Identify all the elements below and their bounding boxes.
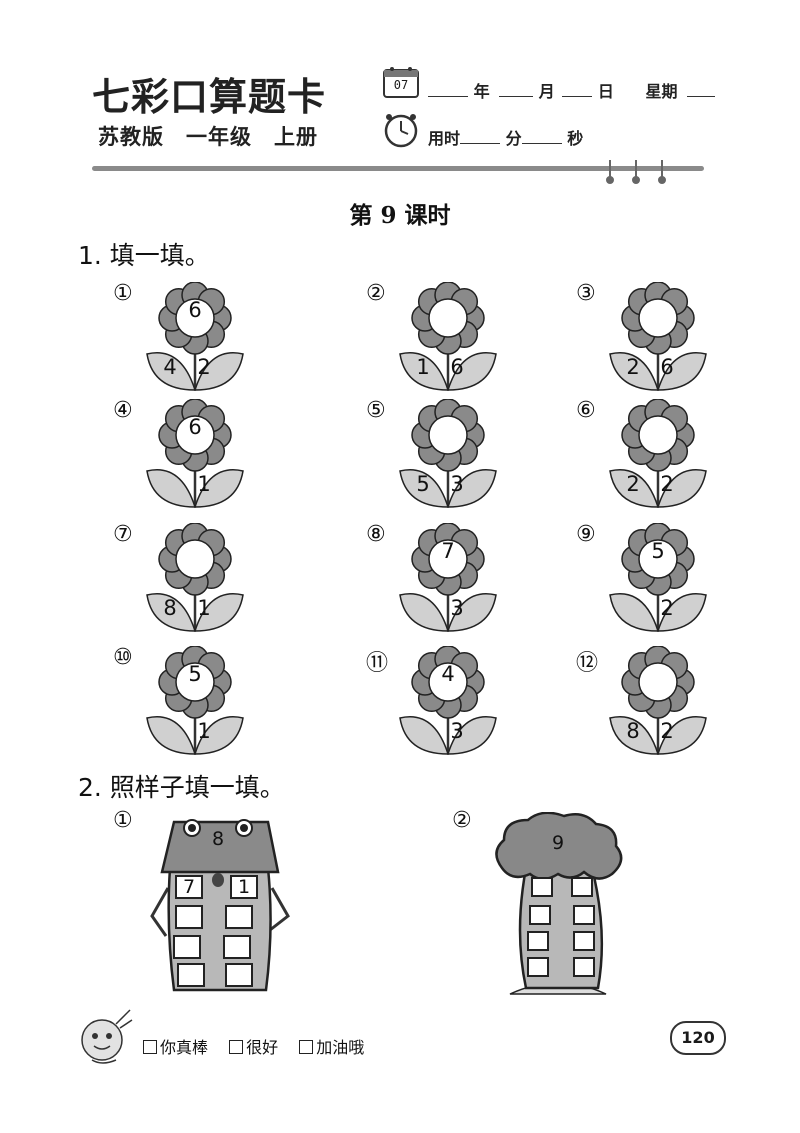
flower-center-value[interactable]: 7 [441, 539, 455, 563]
right-leaf-value[interactable]: 2 [197, 355, 211, 379]
flower-center-value[interactable]: 5 [651, 539, 665, 563]
tree-top-value: 9 [551, 832, 565, 854]
right-leaf-value[interactable]: 1 [197, 719, 211, 743]
calendar-icon: 07 [383, 66, 419, 98]
left-leaf-value[interactable]: 4 [163, 355, 177, 379]
right-leaf-value[interactable]: 6 [660, 355, 674, 379]
checkbox-icon[interactable] [143, 1040, 157, 1054]
rating-option-great[interactable]: 你真棒 [143, 1038, 208, 1057]
checkbox-icon[interactable] [229, 1040, 244, 1054]
date-line: 年 月 日 星期 [428, 78, 716, 102]
second-label: 秒 [567, 129, 584, 148]
right-leaf-value[interactable]: 2 [660, 472, 674, 496]
left-leaf-value[interactable]: 2 [626, 472, 640, 496]
building1-window-right: 1 [237, 876, 251, 898]
problem-number: ⑦ [113, 522, 133, 547]
day-label: 日 [597, 82, 614, 101]
month-label: 月 [538, 82, 555, 101]
right-leaf-value[interactable]: 3 [450, 719, 464, 743]
building1-window-left: 7 [182, 876, 196, 898]
year-label: 年 [473, 82, 490, 101]
divider-ornament [604, 158, 668, 184]
section1-heading: 1. 填一填。 [78, 241, 210, 270]
building-character: 8 7 1 [140, 808, 300, 1003]
problem-number: ⑥ [576, 398, 596, 423]
right-leaf-value[interactable]: 1 [197, 472, 211, 496]
edition-label: 苏教版 一年级 上册 [98, 125, 318, 149]
example2-number: ② [452, 808, 472, 833]
flower-center-value[interactable]: 5 [188, 662, 202, 686]
brand-title: 七彩口算题卡 [92, 74, 327, 119]
left-leaf-value[interactable]: 5 [416, 472, 430, 496]
problem-number: ⑤ [366, 398, 386, 423]
right-leaf-value[interactable]: 6 [450, 355, 464, 379]
left-leaf-value[interactable]: 1 [416, 355, 430, 379]
left-leaf-value[interactable]: 8 [163, 596, 177, 620]
right-leaf-value[interactable]: 2 [660, 596, 674, 620]
time-line: 用时 分 秒 [428, 125, 583, 149]
problem-number: ⑨ [576, 522, 596, 547]
flower-center-value[interactable]: 6 [188, 415, 202, 439]
problem-number: ⑩ [113, 645, 133, 670]
building1-roof-value: 8 [211, 828, 225, 850]
time-label: 用时 [428, 129, 461, 148]
right-leaf-value[interactable]: 2 [660, 719, 674, 743]
rating-options: 你真棒 很好 加油哦 [143, 1034, 364, 1058]
tree-building: 9 [488, 811, 628, 1002]
rating-option-keep-going[interactable]: 加油哦 [299, 1038, 364, 1057]
example1-number: ① [113, 808, 133, 833]
right-leaf-value[interactable]: 1 [197, 596, 211, 620]
flower-center-value[interactable]: 6 [188, 298, 202, 322]
calendar-day: 07 [393, 78, 409, 92]
page-number: 120 [670, 1021, 726, 1055]
problem-number: ⑧ [366, 522, 386, 547]
right-leaf-value[interactable]: 3 [450, 596, 464, 620]
rating-option-good[interactable]: 很好 [229, 1038, 278, 1057]
mascot-icon [72, 1004, 138, 1070]
left-leaf-value[interactable]: 8 [626, 719, 640, 743]
problem-number: ⑫ [576, 651, 599, 676]
problem-number: ② [366, 281, 386, 306]
header-divider [92, 166, 704, 171]
weekday-label: 星期 [645, 82, 678, 101]
problem-number: ③ [576, 281, 596, 306]
problem-number: ④ [113, 398, 133, 423]
problem-number: ① [113, 281, 133, 306]
section2-heading: 2. 照样子填一填。 [78, 773, 285, 802]
minute-label: 分 [505, 129, 522, 148]
left-leaf-value[interactable]: 2 [626, 355, 640, 379]
right-leaf-value[interactable]: 3 [450, 472, 464, 496]
lesson-title: 第 9 课时 [349, 202, 451, 229]
problem-number: ⑪ [366, 651, 389, 676]
clock-icon [383, 113, 419, 149]
flower-center-value[interactable]: 4 [441, 662, 455, 686]
checkbox-icon[interactable] [299, 1040, 314, 1054]
